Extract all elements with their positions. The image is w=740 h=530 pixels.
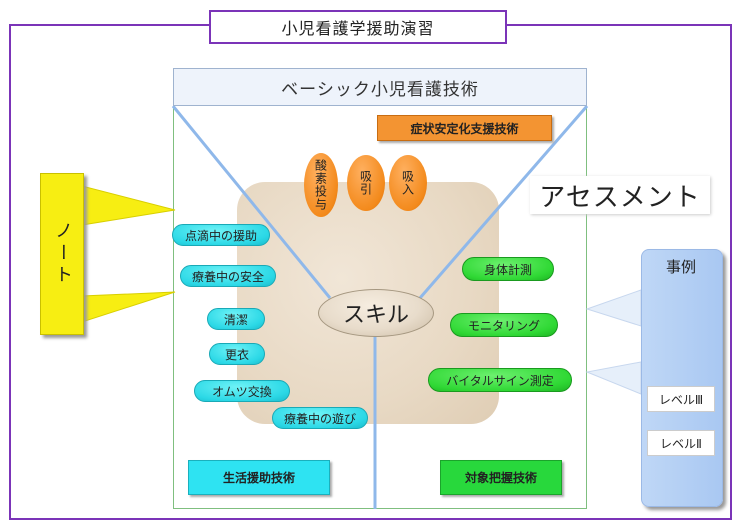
symptom-box: 症状安定化支援技術 (377, 115, 552, 141)
skill-oval: スキル (318, 289, 434, 337)
line-right (418, 105, 589, 299)
pill-diaper: オムツ交換 (194, 380, 290, 402)
pill-vital-signs: バイタルサイン測定 (428, 368, 572, 392)
case-callout-upper (585, 289, 642, 327)
assessment-label: アセスメント (530, 176, 710, 214)
page-title: 小児看護学援助演習 (209, 10, 507, 44)
pill-dressing: 更衣 (209, 343, 265, 365)
object-grasp-box: 対象把握技術 (440, 460, 562, 495)
oval-oxygen: 酸素投与 (304, 153, 338, 217)
pill-iv-support: 点滴中の援助 (172, 224, 270, 246)
pill-play: 療養中の遊び (272, 407, 368, 429)
pill-monitoring: モニタリング (450, 313, 558, 337)
line-left (171, 105, 332, 299)
oval-inhalation: 吸入 (389, 155, 427, 211)
oval-suction: 吸引 (347, 155, 385, 211)
note-callout-lower (81, 291, 176, 323)
case-panel (641, 249, 723, 507)
level-2-box: レベルⅡ (647, 430, 715, 456)
pill-safety: 療養中の安全 (180, 265, 276, 287)
note-callout-upper (81, 185, 176, 226)
case-title: 事例 (665, 258, 696, 276)
pill-cleanliness: 清潔 (207, 308, 265, 330)
level-3-box: レベルⅢ (647, 386, 715, 412)
life-support-box: 生活援助技術 (188, 460, 330, 495)
basic-header: ベーシック小児看護技術 (173, 68, 587, 106)
case-callout-lower (585, 361, 642, 395)
pill-body-measure: 身体計測 (462, 257, 554, 281)
note-box: ノート (40, 173, 84, 335)
